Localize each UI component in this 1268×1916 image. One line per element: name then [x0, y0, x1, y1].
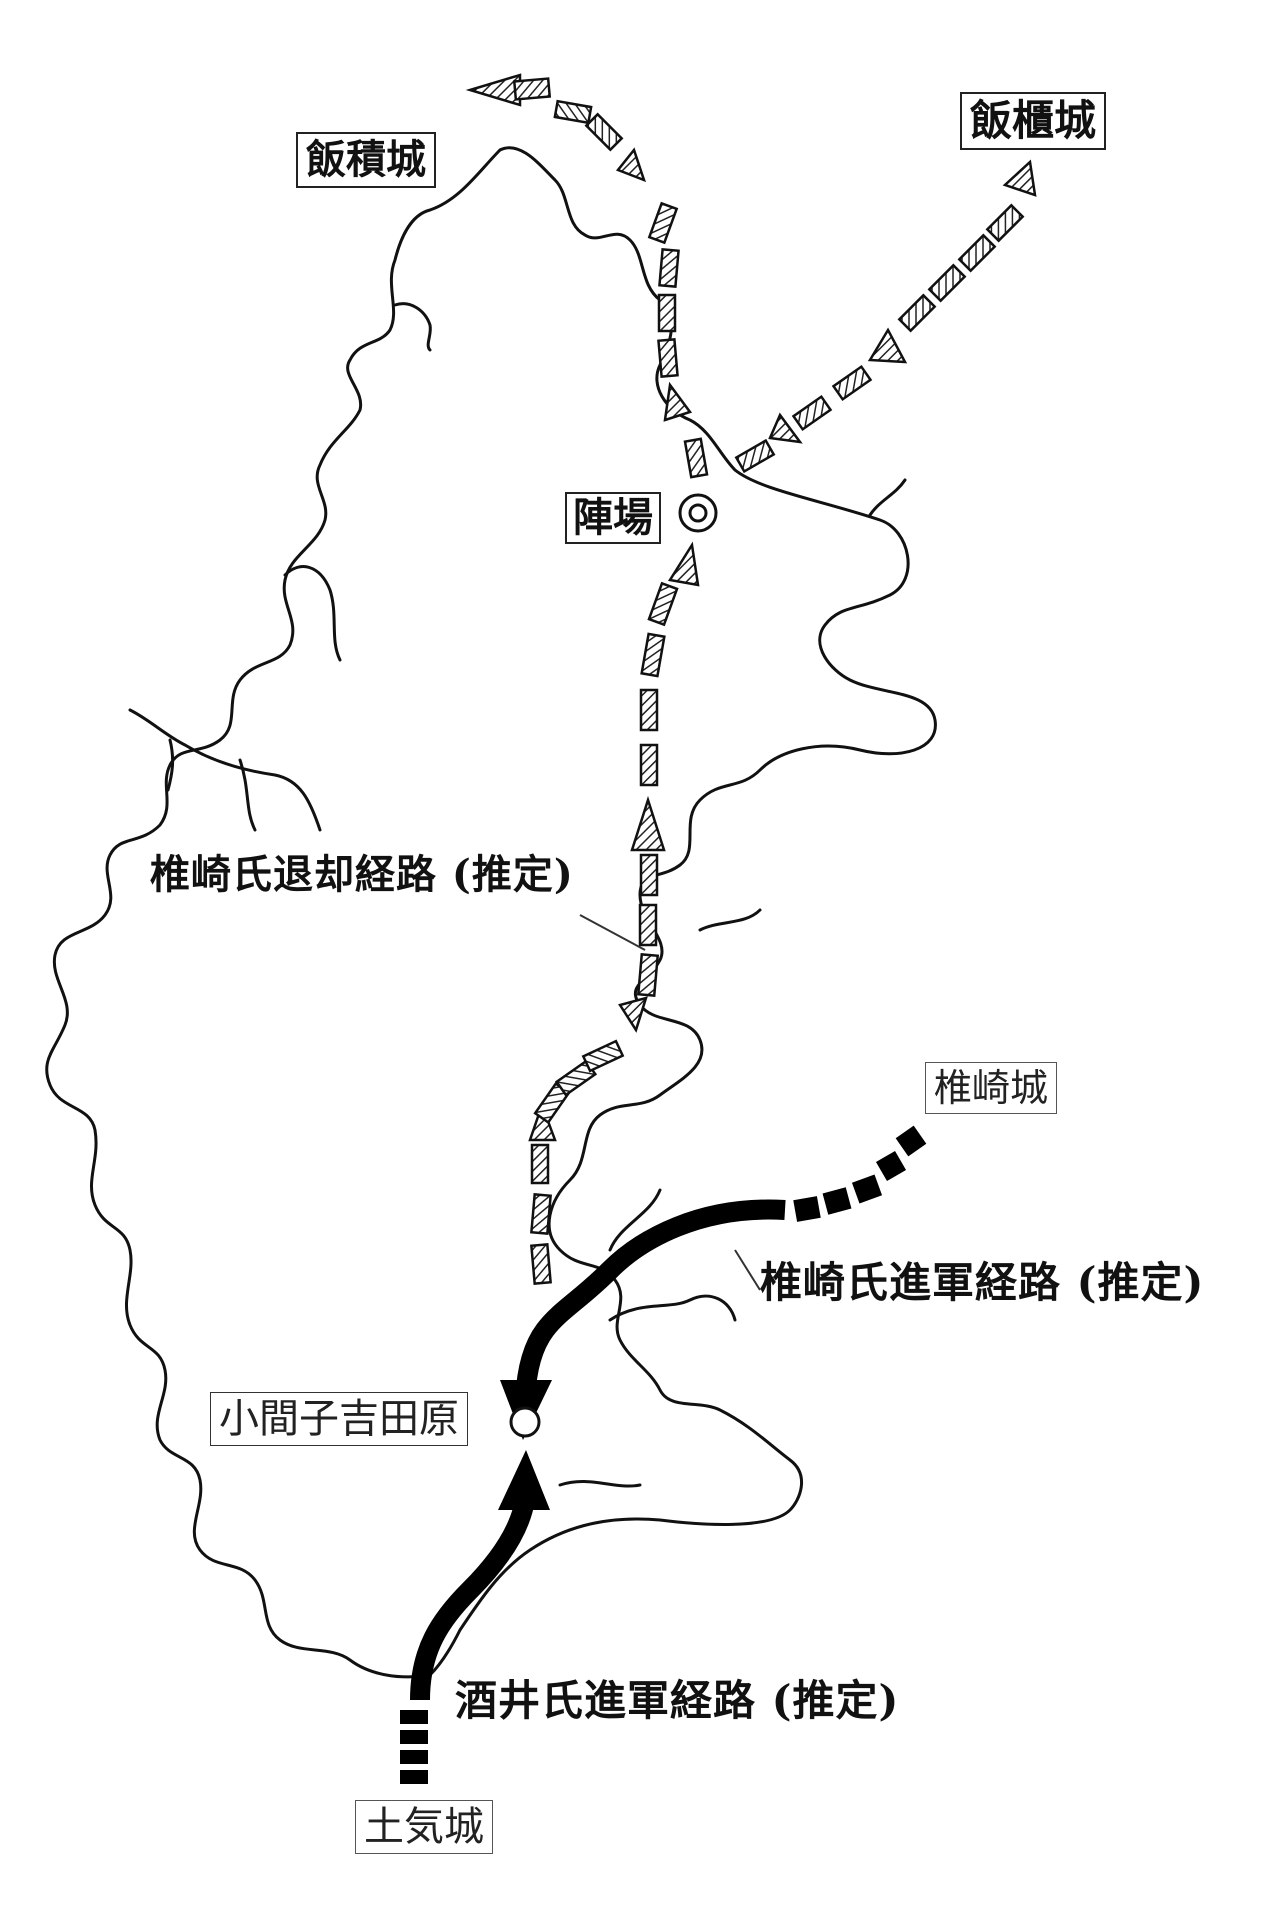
- advance-dash: [851, 1174, 883, 1204]
- retreat-dash: [831, 364, 873, 402]
- advance-dash: [822, 1187, 852, 1215]
- shiizaki-retreat-route-label: 椎崎氏退却経路 (推定): [150, 851, 574, 898]
- retreat-dash: [927, 263, 967, 303]
- leader-line-shiizaki-advance: [734, 1249, 761, 1291]
- advance-dash: [875, 1150, 907, 1182]
- advance-dash: [400, 1730, 428, 1744]
- retreat-dash: [639, 743, 659, 787]
- retreat-dash: [553, 99, 593, 125]
- valley-branch-4: [238, 758, 257, 832]
- advance-dash: [895, 1125, 927, 1157]
- retreat-arrow-head: [867, 327, 908, 364]
- sakai-advance-line: [410, 1498, 535, 1701]
- shiizaki-castle-label: 椎崎城: [925, 1062, 1058, 1114]
- retreat-dash: [639, 853, 659, 897]
- sakai-advance-arrow-head: [498, 1450, 550, 1510]
- shiizaki-advance-route-label: 椎崎氏進軍経路 (推定): [760, 1258, 1205, 1307]
- leader-lines: [579, 914, 761, 1291]
- retreat-arrow-head: [465, 73, 522, 107]
- retreat-dash: [636, 953, 660, 997]
- toke-castle-label: 土気城: [355, 1800, 493, 1854]
- valley-branch-7: [558, 1480, 642, 1488]
- advance-dash: [400, 1750, 428, 1764]
- retreat-dash: [639, 688, 659, 732]
- valley-branch-8: [608, 1188, 662, 1252]
- retreat-dash: [683, 437, 709, 479]
- advance-dash: [400, 1710, 428, 1724]
- retreat-arrow-head: [630, 795, 666, 852]
- advance-dash: [793, 1196, 821, 1222]
- valley-branch-1: [393, 302, 432, 352]
- retreat-dash: [530, 1143, 550, 1185]
- retreat-arrow-head: [663, 381, 693, 422]
- retreat-dash: [647, 201, 679, 245]
- valley-branch-9: [868, 478, 907, 517]
- terrain-outline: [45, 146, 937, 1679]
- advance-dash: [400, 1770, 428, 1784]
- retreat-dash: [512, 77, 552, 101]
- sakai-advance-route: [400, 1450, 550, 1784]
- leader-line-retreat: [579, 914, 646, 951]
- retreat-arrow-head: [667, 541, 700, 587]
- valley-branch-10: [698, 908, 762, 932]
- valley-branch-6: [608, 1294, 737, 1322]
- retreat-dash: [530, 1243, 552, 1285]
- omagome-yoshidahara-label: 小間子吉田原: [210, 1392, 468, 1446]
- iizumi-castle-label: 飯積城: [296, 132, 436, 188]
- retreat-dash: [640, 632, 666, 678]
- sakai-advance-route-label: 酒井氏進軍経路 (推定): [455, 1676, 900, 1725]
- retreat-arrow-head: [1002, 159, 1037, 197]
- valley-branch-2: [283, 565, 342, 662]
- jinba-marker: [678, 493, 718, 533]
- retreat-arrow-head: [768, 412, 803, 444]
- jinba-label: 陣場: [565, 492, 661, 544]
- retreat-arrow-head: [618, 996, 648, 1033]
- retreat-dash: [581, 1039, 625, 1073]
- retreat-dash: [638, 903, 658, 947]
- retreat-dash: [734, 438, 776, 474]
- retreat-dash: [584, 112, 624, 152]
- omagome-marker: [509, 1406, 541, 1438]
- retreat-dash: [647, 581, 679, 627]
- shiizaki-advance-route: [500, 1125, 927, 1440]
- retreat-dash: [985, 203, 1025, 243]
- retreat-dash: [657, 338, 679, 378]
- retreat-dash: [658, 248, 680, 288]
- retreat-dash: [657, 293, 677, 333]
- shiizaki-retreat-route: [465, 73, 1037, 1285]
- valley-outline-west: [45, 148, 502, 1679]
- retreat-dash: [530, 1193, 552, 1235]
- ibitsu-castle-label: 飯櫃城: [960, 92, 1107, 150]
- retreat-dash: [957, 233, 997, 273]
- retreat-dash: [791, 394, 833, 432]
- retreat-arrow-head: [615, 147, 647, 183]
- shiizaki-advance-line: [515, 1199, 786, 1411]
- retreat-dash: [897, 293, 937, 333]
- valley-branch-5: [166, 738, 175, 792]
- valley-branch-3: [128, 708, 322, 832]
